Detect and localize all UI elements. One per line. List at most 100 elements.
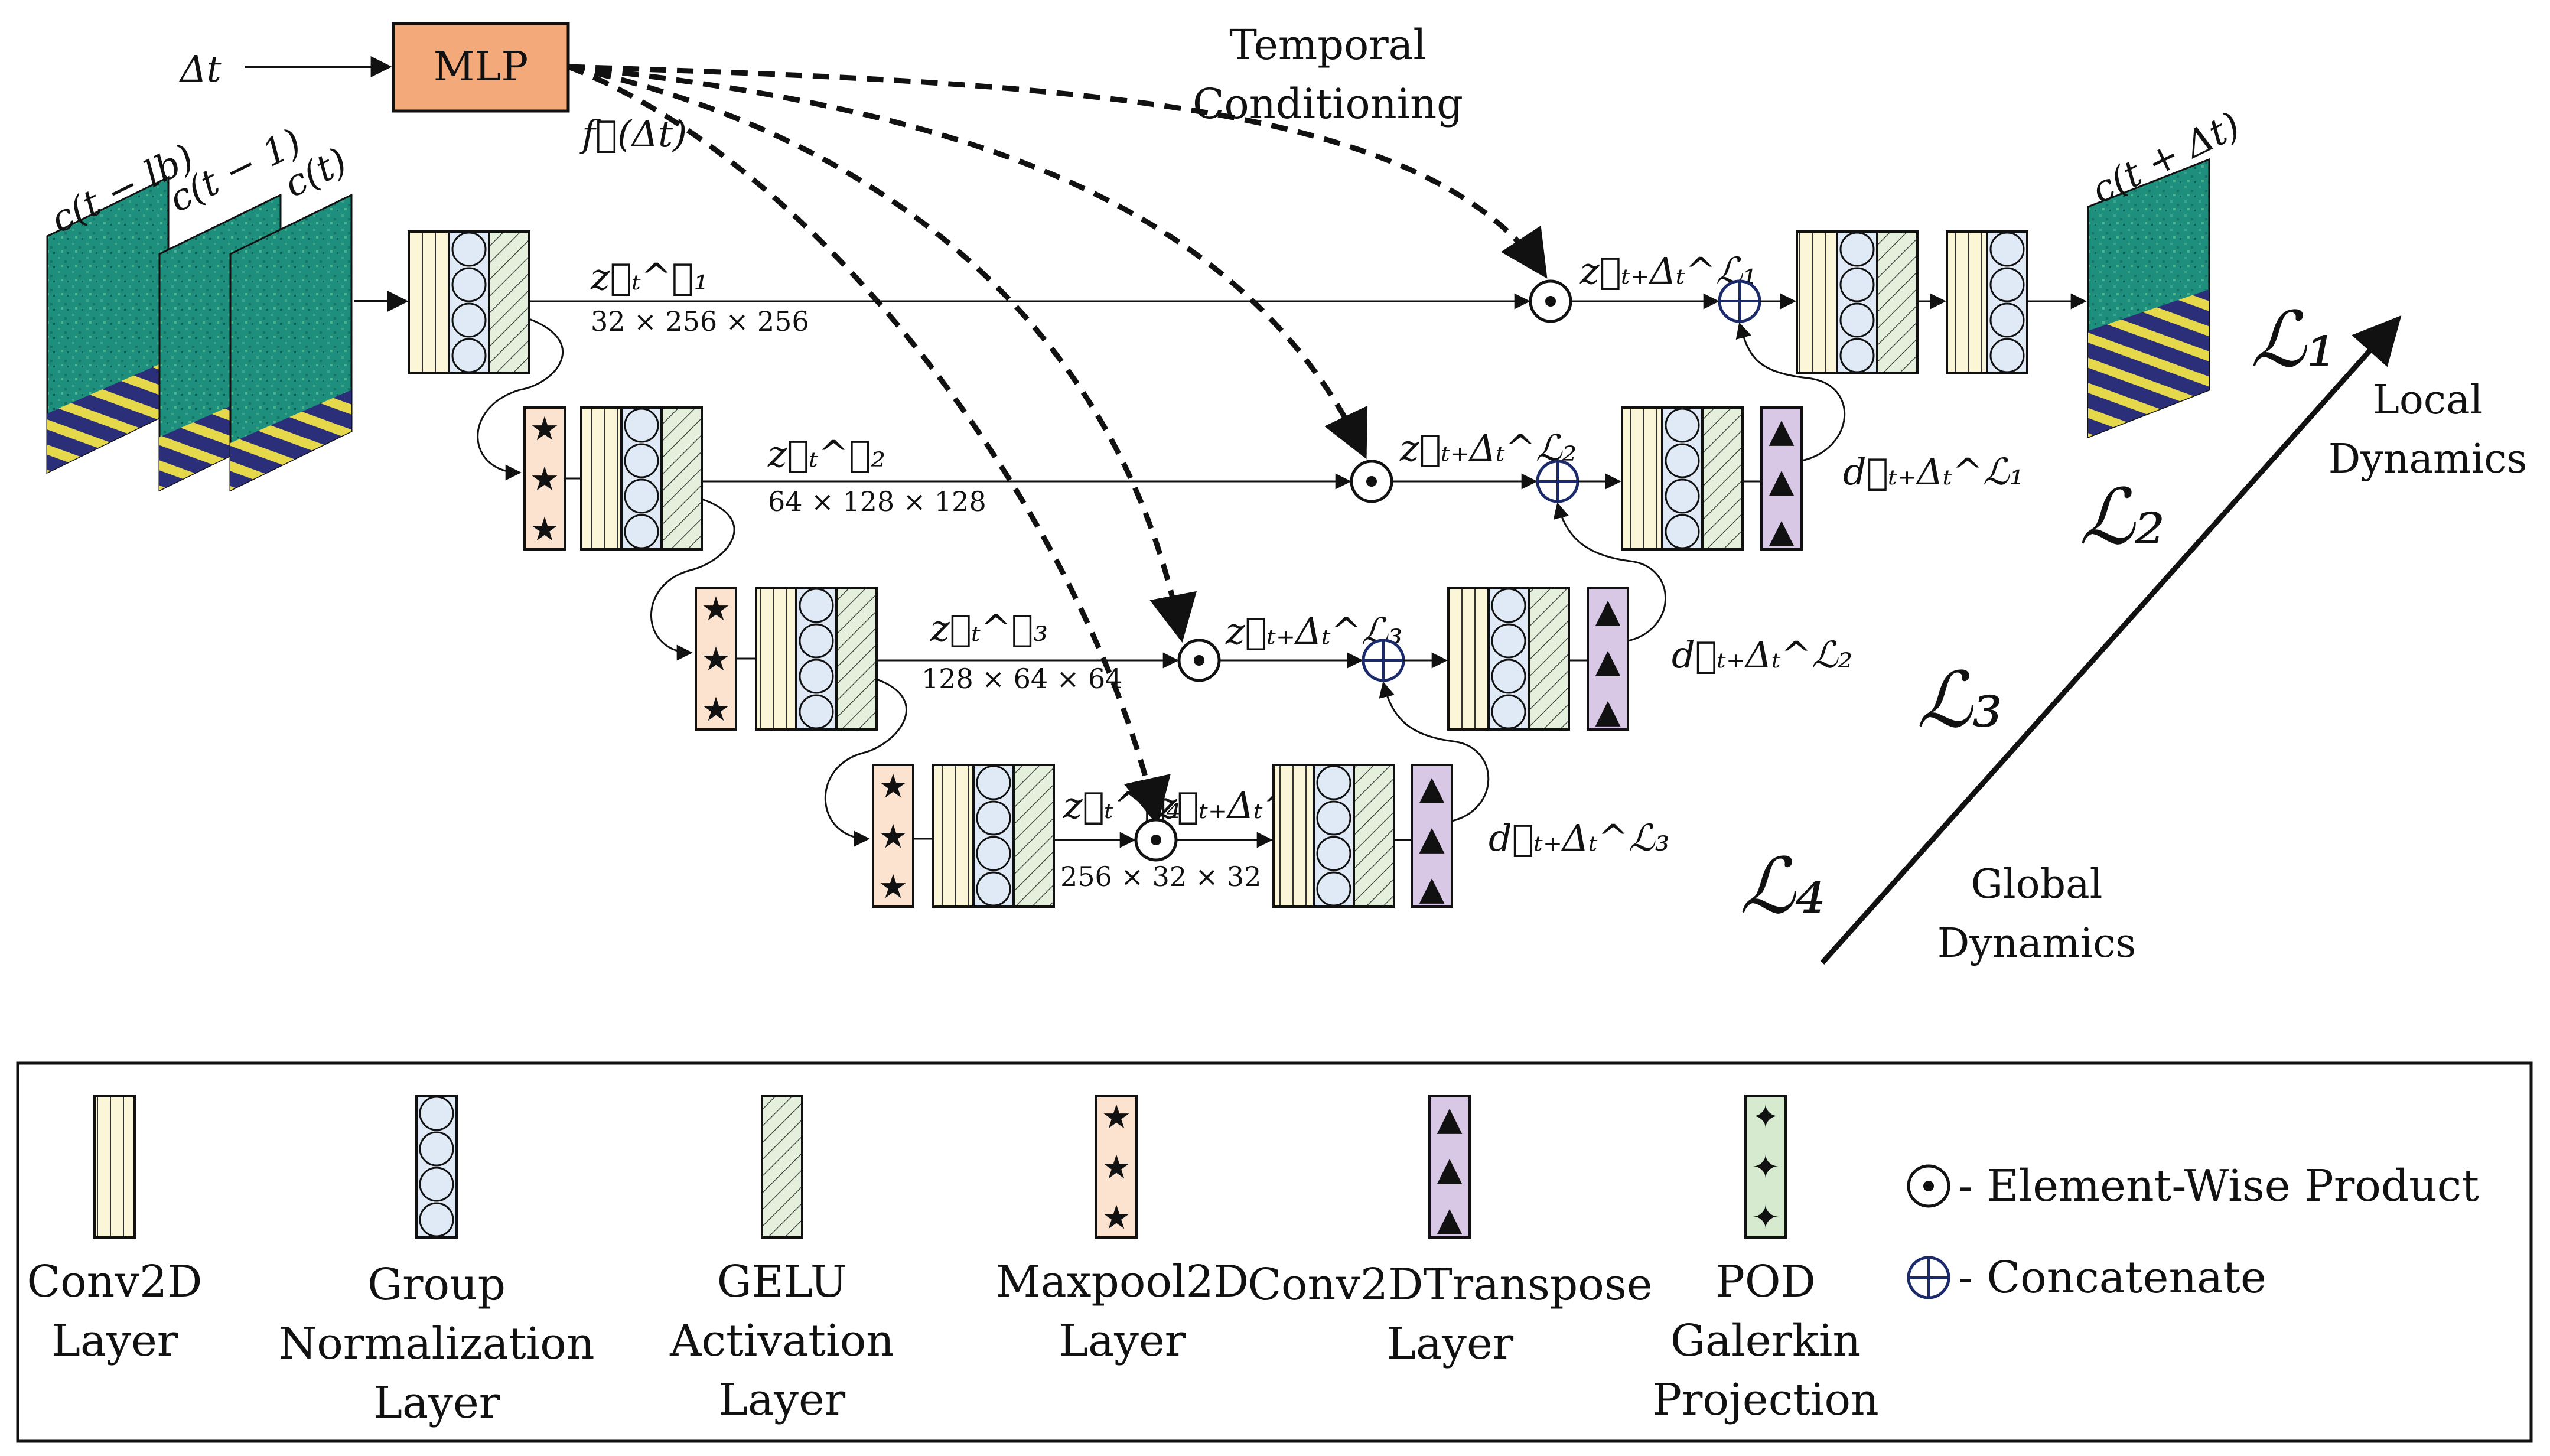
svg-text:✦: ✦ bbox=[1752, 1098, 1780, 1136]
dt-label: Δt bbox=[179, 47, 222, 90]
legend-maxpool-label-1: Maxpool2D bbox=[996, 1256, 1249, 1307]
svg-text:✦: ✦ bbox=[1752, 1198, 1780, 1237]
scale-level-2: ℒ₂ bbox=[2079, 472, 2165, 562]
svg-text:▲: ▲ bbox=[1769, 512, 1794, 551]
legend-gelu-label-2: Activation bbox=[669, 1315, 894, 1366]
legend-gelu-label-3: Layer bbox=[719, 1374, 846, 1425]
svg-text:★: ★ bbox=[701, 690, 731, 729]
down-curve-l3 bbox=[825, 678, 907, 847]
scale-level-4: ℒ₄ bbox=[1740, 841, 1826, 931]
encoder-block-l4 bbox=[932, 764, 1055, 908]
up-curve-l3 bbox=[1553, 502, 1666, 642]
svg-text:★: ★ bbox=[1102, 1148, 1131, 1187]
d3-label: d⃗ₜ₊Δₜ^ℒ₃ bbox=[1489, 816, 1669, 859]
encoder-block-l3 bbox=[755, 587, 878, 731]
legend-maxpool-icon: ★ ★ ★ bbox=[1095, 1095, 1138, 1239]
legend-maxpool-label-2: Layer bbox=[1059, 1315, 1186, 1366]
decoder-block-l4 bbox=[1272, 764, 1395, 908]
svg-text:★: ★ bbox=[530, 460, 559, 499]
legend-gelu-icon bbox=[761, 1095, 803, 1239]
product-op-l2 bbox=[1350, 460, 1393, 503]
legend-pod-icon: ✦ ✦ ✦ bbox=[1744, 1095, 1787, 1239]
encoder-block-l1 bbox=[408, 230, 530, 374]
svg-text:★: ★ bbox=[701, 640, 731, 679]
svg-text:▲: ▲ bbox=[1437, 1150, 1462, 1188]
legend-concat-icon bbox=[1907, 1256, 1950, 1299]
legend-product-label: - Element-Wise Product bbox=[1958, 1161, 2479, 1211]
scale-level-3: ℒ₃ bbox=[1917, 655, 2003, 745]
global-label-1: Global bbox=[1971, 861, 2103, 908]
legend-pod-label-1: POD bbox=[1715, 1256, 1816, 1307]
concat-op-l1 bbox=[1718, 279, 1761, 323]
local-label-2: Dynamics bbox=[2328, 436, 2527, 483]
legend-pod-label-2: Galerkin bbox=[1670, 1315, 1861, 1366]
global-label-2: Dynamics bbox=[1937, 920, 2136, 967]
decoder-block-l3 bbox=[1447, 587, 1570, 731]
svg-text:★: ★ bbox=[878, 868, 908, 906]
svg-text:★: ★ bbox=[878, 767, 908, 806]
d1-label: d⃗ₜ₊Δₜ^ℒ₁ bbox=[1843, 450, 2024, 493]
svg-text:★: ★ bbox=[701, 590, 731, 628]
legend-concat-label: - Concatenate bbox=[1958, 1252, 2266, 1303]
legend-convT-label-2: Layer bbox=[1387, 1318, 1514, 1369]
svg-text:▲: ▲ bbox=[1769, 462, 1794, 500]
svg-text:▲: ▲ bbox=[1419, 769, 1444, 807]
up-curve-l4 bbox=[1379, 681, 1490, 822]
svg-text:▲: ▲ bbox=[1595, 642, 1620, 680]
maxpool-block-l2: ★ ★ ★ bbox=[523, 406, 566, 551]
convT-block-l3: ▲ ▲ ▲ bbox=[1587, 587, 1629, 731]
output-frame bbox=[2087, 158, 2210, 439]
svg-text:★: ★ bbox=[530, 510, 559, 549]
up-curve-l2 bbox=[1735, 322, 1845, 462]
svg-text:▲: ▲ bbox=[1437, 1200, 1462, 1239]
svg-text:▲: ▲ bbox=[1419, 819, 1444, 858]
svg-text:▲: ▲ bbox=[1437, 1100, 1462, 1138]
product-op-l1 bbox=[1529, 279, 1572, 323]
temporal-label-1: Temporal bbox=[1229, 21, 1427, 69]
legend-pod-label-3: Projection bbox=[1652, 1374, 1879, 1425]
maxpool-block-l3: ★ ★ ★ bbox=[695, 587, 737, 731]
svg-text:★: ★ bbox=[530, 410, 559, 448]
legend-gnorm-label-1: Group bbox=[367, 1259, 506, 1310]
legend-conv-icon bbox=[93, 1095, 136, 1239]
legend-convT-icon: ▲ ▲ ▲ bbox=[1428, 1095, 1471, 1239]
input-frames bbox=[46, 175, 353, 492]
z3-dim: 128 × 64 × 64 bbox=[921, 663, 1122, 695]
z1-dim: 32 × 256 × 256 bbox=[591, 305, 809, 337]
svg-text:★: ★ bbox=[1102, 1098, 1131, 1136]
maxpool-block-l4: ★ ★ ★ bbox=[872, 764, 914, 908]
zc2-label: z⃗ₜ₊Δₜ^ℒ₂ bbox=[1399, 426, 1577, 470]
encoder-block-l2 bbox=[580, 406, 703, 551]
output-block bbox=[1946, 230, 2028, 374]
decoder-block-l2 bbox=[1621, 406, 1744, 551]
legend-conv-label-1: Conv2D bbox=[27, 1256, 202, 1307]
product-op-l3 bbox=[1177, 639, 1221, 682]
legend-conv-label-2: Layer bbox=[51, 1315, 178, 1366]
svg-text:▲: ▲ bbox=[1419, 869, 1444, 908]
svg-text:▲: ▲ bbox=[1595, 592, 1620, 630]
z3-label: z⃗ₜ^ℒ₃ bbox=[930, 607, 1048, 650]
legend-gelu-label-1: GELU bbox=[717, 1256, 848, 1307]
mlp-label: MLP bbox=[434, 44, 529, 90]
concat-op-l2 bbox=[1536, 460, 1579, 503]
convT-block-l4: ▲ ▲ ▲ bbox=[1411, 764, 1453, 908]
scale-level-1: ℒ₁ bbox=[2251, 295, 2337, 385]
z2-label: z⃗ₜ^ℒ₂ bbox=[767, 432, 885, 475]
down-curve-l1 bbox=[477, 318, 564, 481]
z2-dim: 64 × 128 × 128 bbox=[768, 486, 986, 517]
z1-label: z⃗ₜ^ℒ₁ bbox=[590, 255, 708, 298]
temporal-conditioning-curves bbox=[567, 64, 1548, 826]
svg-text:▲: ▲ bbox=[1595, 692, 1620, 731]
z4-dim: 256 × 32 × 32 bbox=[1060, 861, 1261, 893]
d2-label: d⃗ₜ₊Δₜ^ℒ₂ bbox=[1672, 633, 1852, 676]
svg-text:★: ★ bbox=[1102, 1198, 1131, 1237]
legend-product-icon bbox=[1907, 1164, 1950, 1208]
legend-convT-label-1: Conv2DTranspose bbox=[1248, 1259, 1652, 1310]
legend-gnorm-icon bbox=[415, 1095, 458, 1239]
convT-block-l2: ▲ ▲ ▲ bbox=[1760, 406, 1803, 551]
svg-text:▲: ▲ bbox=[1769, 412, 1794, 450]
concat-op-l3 bbox=[1362, 639, 1405, 682]
svg-text:★: ★ bbox=[878, 817, 908, 856]
scale-axis-line bbox=[1820, 315, 2402, 965]
svg-text:✦: ✦ bbox=[1752, 1148, 1780, 1187]
